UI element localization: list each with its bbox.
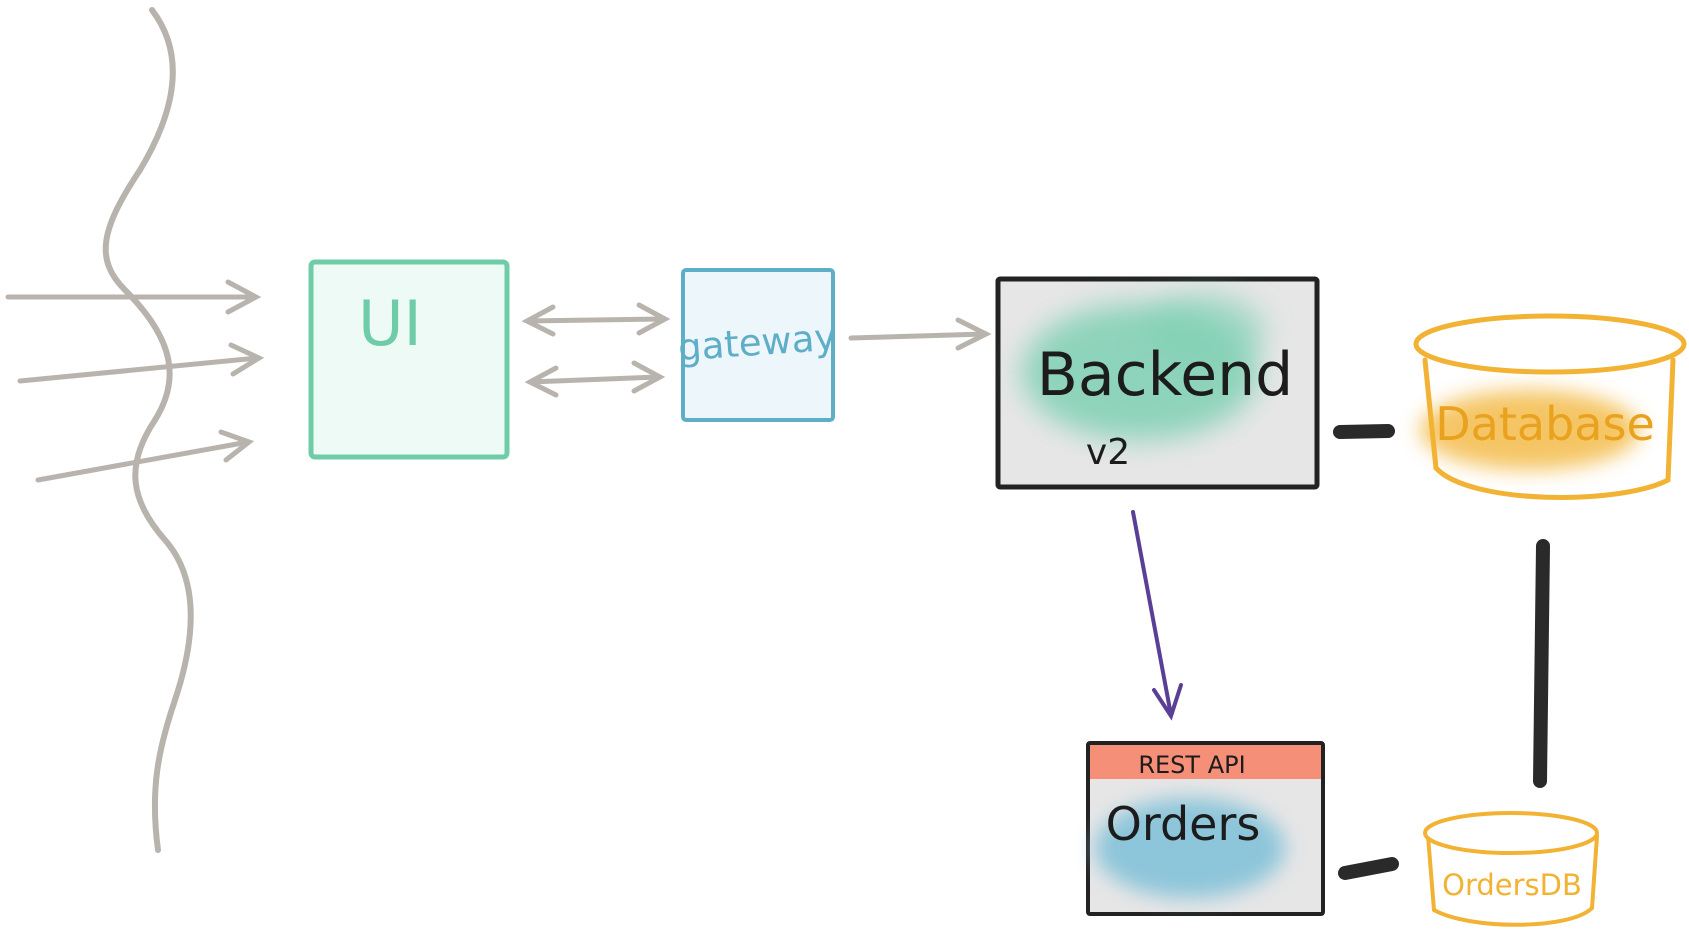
orders-ordersdb-connector — [1338, 857, 1399, 880]
ordersdb-label: OrdersDB — [1442, 868, 1582, 902]
request-arrow-1-head — [225, 279, 262, 315]
gateway-box — [681, 268, 835, 422]
database-label: Database — [1435, 397, 1655, 451]
gateway-node: gateway — [677, 268, 838, 422]
backend-splash-2 — [1145, 294, 1265, 366]
database-splash — [1420, 390, 1640, 470]
request-arrow-2-head — [228, 342, 265, 377]
ui-gateway-arrow-bottom-left-head — [524, 365, 559, 398]
request-arrow-3-head — [218, 429, 255, 463]
orders-label: Orders — [1106, 797, 1261, 851]
gateway-backend-head — [955, 317, 992, 351]
ui-gateway-arrow-top-right-head — [636, 302, 671, 336]
database-top — [1413, 313, 1687, 375]
incoming-request-arrows — [5, 279, 265, 483]
ui-gateway-arrow-top-left-head — [521, 304, 556, 337]
backend-version: v2 — [1086, 432, 1130, 473]
backend-label: Backend — [1037, 340, 1294, 410]
database-ordersdb-connector — [1533, 539, 1550, 788]
backend-orders-head — [1152, 683, 1183, 721]
ordersdb-node: OrdersDB — [1423, 811, 1599, 927]
ui-gateway-arrows — [521, 302, 671, 398]
backend-node: Backend v2 — [995, 276, 1320, 490]
ordersdb-body — [1426, 834, 1599, 927]
database-body — [1422, 357, 1676, 500]
ui-label: UI — [358, 287, 422, 360]
ui-gateway-arrow-top — [524, 316, 667, 324]
orders-splash — [1095, 798, 1285, 898]
wavy-boundary-line — [102, 7, 194, 853]
database-node: Database — [1413, 313, 1687, 500]
backend-orders-line — [1131, 510, 1173, 717]
gateway-backend-arrow — [848, 317, 992, 351]
rest-api-tag: REST API — [1138, 751, 1245, 779]
ui-gateway-arrow-bottom — [527, 374, 662, 385]
ordersdb-top — [1423, 811, 1599, 855]
ui-node: UI — [308, 259, 510, 460]
rest-api-banner — [1090, 745, 1321, 779]
backend-database-connector — [1333, 424, 1395, 439]
ui-box — [308, 259, 510, 460]
request-arrow-3 — [35, 439, 251, 483]
backend-orders-arrow — [1131, 510, 1183, 721]
orders-node: REST API Orders — [1086, 741, 1325, 916]
ui-gateway-arrow-bottom-right-head — [631, 360, 666, 394]
gateway-backend-line — [848, 331, 988, 341]
request-arrow-2 — [17, 355, 261, 384]
